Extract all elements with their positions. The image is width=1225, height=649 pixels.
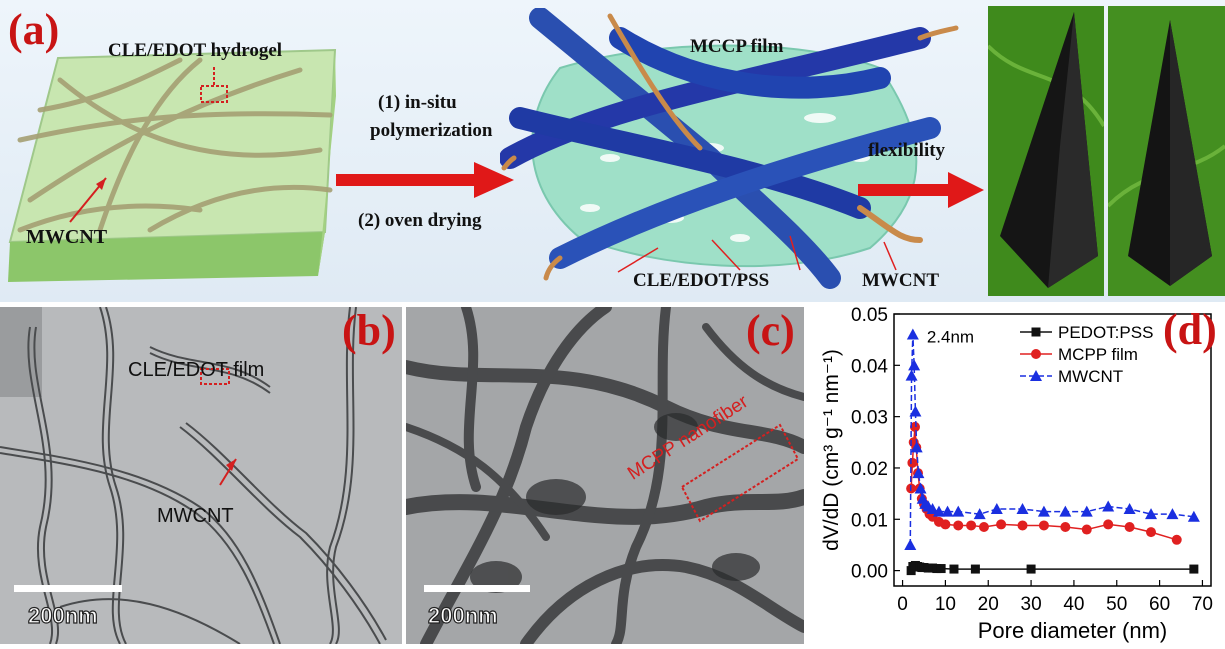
x-tick-label: 0 — [897, 594, 908, 615]
x-tick-label: 20 — [978, 594, 999, 615]
data-point — [978, 521, 989, 532]
data-point — [1060, 521, 1071, 532]
legend-marker — [1031, 327, 1041, 337]
data-point — [910, 441, 923, 453]
panel-c-tem-image: (c) MCPP nanofiber 200nm — [406, 307, 804, 644]
legend-marker — [1031, 349, 1041, 359]
data-point — [1145, 508, 1158, 520]
data-point — [908, 359, 921, 371]
data-point — [926, 503, 939, 515]
mccp-film-illustration — [500, 8, 959, 289]
data-point — [1123, 503, 1136, 515]
mwcnt-label-left: MWCNT — [26, 226, 108, 248]
cle-label: CLE/EDOT/PSS — [633, 270, 770, 291]
data-point — [970, 564, 980, 574]
data-point — [953, 520, 964, 531]
data-point — [1102, 500, 1115, 512]
x-tick-label: 40 — [1063, 594, 1084, 615]
process-arrow-icon — [336, 162, 514, 198]
tem-b-fibers — [0, 307, 402, 644]
x-tick-label: 60 — [1149, 594, 1170, 615]
panel-b-scale-text: 200nm — [27, 602, 98, 628]
data-point — [941, 505, 954, 517]
legend-label: MWCNT — [1058, 367, 1123, 386]
data-point — [996, 519, 1007, 530]
panel-b-scale-bar — [14, 585, 122, 592]
panel-c-label: (c) — [746, 307, 795, 355]
data-point — [906, 328, 919, 340]
y-tick-label: 0.04 — [851, 356, 888, 377]
data-point — [949, 564, 959, 574]
hydrogel-label: CLE/EDOT hydrogel — [108, 40, 283, 61]
data-point — [1081, 524, 1092, 535]
data-point — [1189, 564, 1199, 574]
step1-label: (1) in-situ — [378, 92, 457, 113]
data-point — [914, 482, 927, 494]
y-axis-label: dV/dD (cm³ g⁻¹ nm⁻¹) — [820, 349, 843, 551]
data-point — [1038, 520, 1049, 531]
x-tick-label: 50 — [1106, 594, 1127, 615]
step1b-label: polymerization — [370, 120, 493, 141]
y-tick-label: 0.02 — [851, 459, 888, 480]
data-point — [905, 369, 918, 381]
film-photo-2 — [1108, 6, 1225, 296]
data-point — [1016, 503, 1029, 515]
data-point — [907, 457, 918, 468]
film-label: MCCP film — [690, 36, 784, 57]
x-tick-label: 30 — [1021, 594, 1042, 615]
data-point — [1103, 519, 1114, 530]
y-tick-label: 0.03 — [851, 408, 888, 429]
panel-b-tem-image: (b) CLE/EDOT film MWCNT 200nm — [0, 307, 402, 644]
plot-frame — [893, 313, 1212, 587]
mwcnt-label-right: MWCNT — [862, 270, 940, 291]
peak-annotation: 2.4nm — [927, 328, 974, 347]
flexibility-arrow-icon — [858, 172, 984, 208]
film-photo-1 — [988, 6, 1104, 296]
panel-b-label: (b) — [342, 307, 396, 355]
panel-c-scale-bar — [424, 585, 530, 592]
data-point — [1187, 510, 1200, 522]
data-point — [1080, 505, 1093, 517]
x-tick-label: 70 — [1192, 594, 1213, 615]
x-axis-label: Pore diameter (nm) — [978, 618, 1168, 643]
data-point — [936, 564, 946, 574]
y-tick-label: 0.05 — [851, 305, 888, 326]
data-point — [932, 505, 945, 517]
legend-label: MCPP film — [1058, 345, 1138, 364]
data-point — [1059, 505, 1072, 517]
data-point — [909, 405, 922, 417]
x-tick-label: 10 — [935, 594, 956, 615]
data-point — [940, 519, 951, 530]
step2-label: (2) oven drying — [358, 210, 482, 231]
data-point — [1017, 520, 1028, 531]
legend-label: PEDOT:PSS — [1058, 323, 1153, 342]
tem-c-fibers — [406, 307, 804, 644]
y-tick-label: 0.00 — [851, 562, 888, 583]
data-point — [1146, 527, 1157, 538]
y-tick-label: 0.01 — [851, 510, 888, 531]
panel-c-scale-text: 200nm — [427, 602, 498, 628]
data-point — [990, 503, 1003, 515]
data-point — [973, 508, 986, 520]
data-point — [904, 538, 917, 550]
data-point — [966, 520, 977, 531]
panel-b-mwcnt-label: MWCNT — [157, 505, 234, 527]
data-point — [909, 421, 920, 432]
flexibility-label: flexibility — [868, 140, 946, 161]
data-point — [1037, 505, 1050, 517]
hydrogel-illustration — [8, 48, 337, 282]
data-point — [1171, 534, 1182, 545]
data-point — [912, 467, 925, 479]
legend-marker — [1030, 370, 1042, 381]
panel-a-label: (a) — [8, 5, 60, 54]
panel-b-film-label: CLE/EDOT film — [128, 359, 265, 381]
data-point — [952, 505, 965, 517]
data-point — [1166, 508, 1179, 520]
data-point — [1026, 564, 1036, 574]
panel-a-schematic: (a) CLE/EDOT hydrogel MWCNT (1) in-situ … — [0, 0, 1225, 302]
data-point — [1124, 521, 1135, 532]
panel-d-label: (d) — [1163, 305, 1217, 354]
